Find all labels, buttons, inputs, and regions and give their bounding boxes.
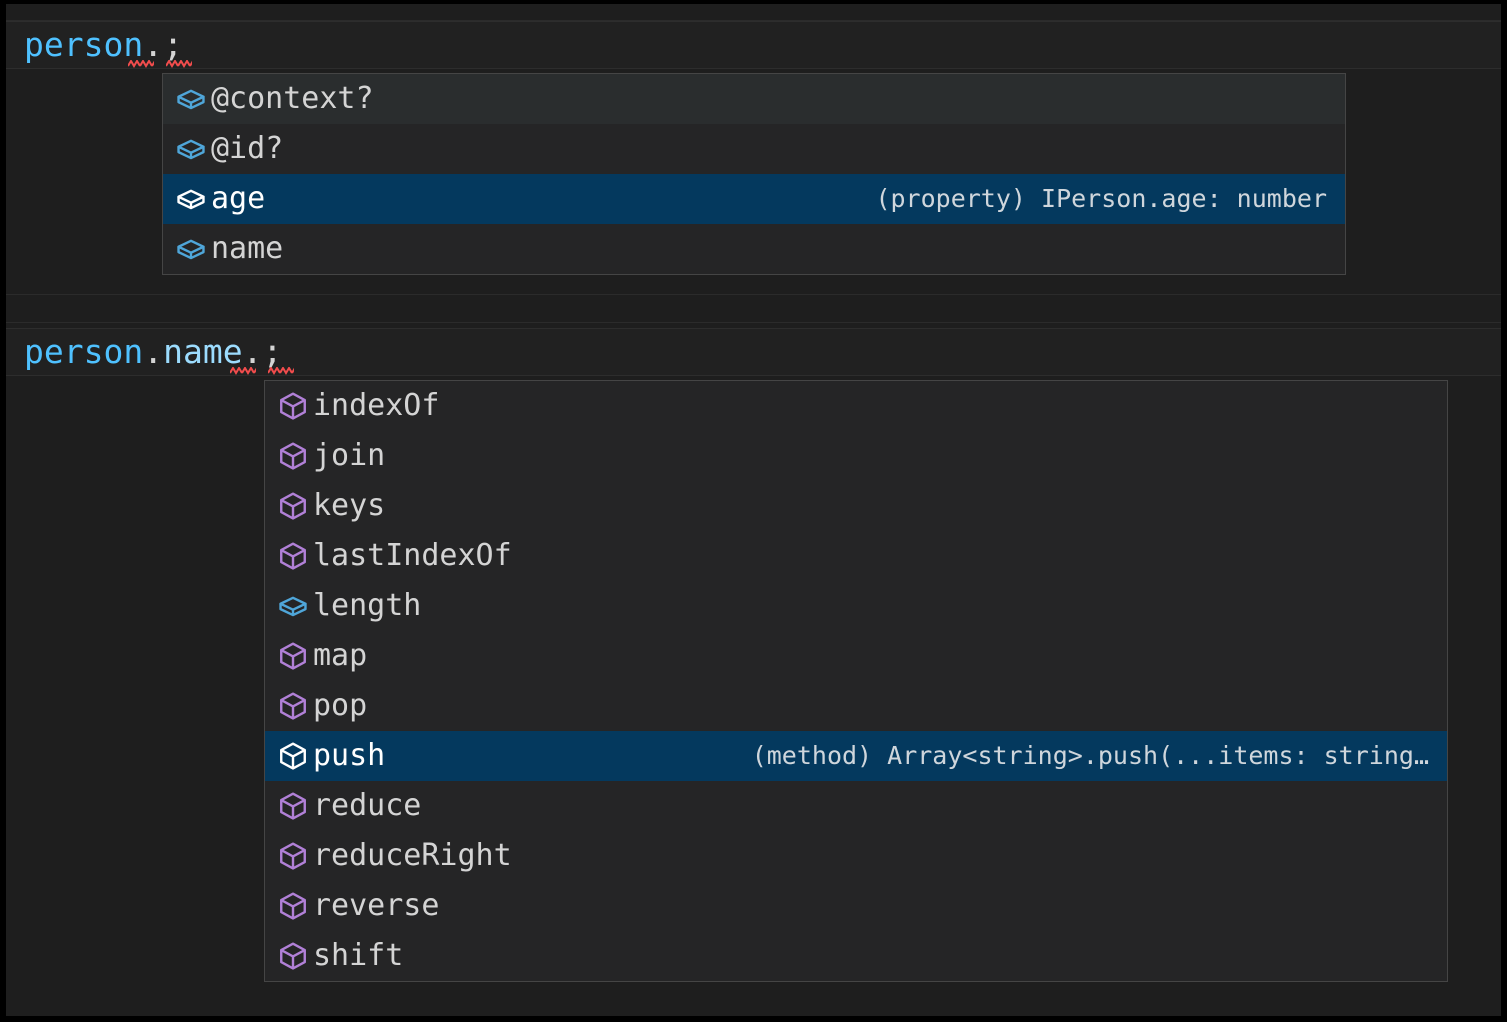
property-cube-icon (171, 224, 211, 274)
suggest-item[interactable]: indexOf (265, 381, 1447, 431)
method-cube-icon (273, 631, 313, 681)
property-cube-icon (171, 124, 211, 174)
suggest-item-label: indexOf (313, 388, 440, 423)
suggest-item-label: map (313, 638, 368, 673)
suggest-item-label: join (313, 438, 386, 473)
suggest-item-label: lastIndexOf (313, 538, 512, 573)
suggest-item[interactable]: reduce (265, 781, 1447, 831)
suggest-item[interactable]: lastIndexOf (265, 531, 1447, 581)
code-line-1[interactable]: person.; (24, 23, 183, 67)
code-token-property: name (163, 332, 243, 371)
suggest-item-label: name (211, 231, 284, 266)
suggest-item-label: reduce (313, 788, 422, 823)
suggest-item[interactable]: @id? (163, 124, 1345, 174)
suggest-list[interactable]: indexOf join keys lastIndexOf length map pop pu… (265, 381, 1447, 981)
suggest-item-detail: (method) Array<string>.push(...items: st… (751, 741, 1429, 770)
method-cube-icon (273, 481, 313, 531)
code-token-variable: person (24, 332, 144, 371)
suggest-item[interactable]: pop (265, 681, 1447, 731)
suggest-item-label: reduceRight (313, 838, 512, 873)
error-squiggle (230, 367, 256, 375)
code-token-punct: . (143, 25, 164, 64)
method-cube-icon (273, 731, 313, 781)
suggest-item[interactable]: name (163, 224, 1345, 274)
property-cube-icon (171, 174, 211, 224)
suggest-item[interactable]: shift (265, 931, 1447, 981)
error-squiggle (166, 60, 192, 68)
suggest-list[interactable]: @context? @id? age (property) IPerson.age: … (163, 74, 1345, 274)
code-token-punct: . (143, 332, 164, 371)
suggest-item[interactable]: reduceRight (265, 831, 1447, 881)
suggest-item-label: reverse (313, 888, 440, 923)
method-cube-icon (273, 431, 313, 481)
suggest-item[interactable]: reverse (265, 881, 1447, 931)
suggest-item-label: age (211, 181, 266, 216)
suggest-item-label: shift (313, 938, 404, 973)
suggest-item-label: pop (313, 688, 368, 723)
code-editor[interactable]: person.; person.name.; @context?@id?age(… (6, 4, 1501, 1016)
method-cube-icon (273, 831, 313, 881)
suggest-item-label: @context? (211, 81, 374, 116)
suggest-item[interactable]: join (265, 431, 1447, 481)
suggest-item[interactable]: push (method) Array<string>.push(...items… (265, 731, 1447, 781)
suggest-widget-person-name[interactable]: indexOf join keys lastIndexOf length map pop pu… (264, 380, 1448, 982)
code-line-2[interactable]: person.name.; (24, 330, 282, 374)
suggest-item[interactable]: length (265, 581, 1447, 631)
method-cube-icon (273, 681, 313, 731)
suggest-item-label: keys (313, 488, 386, 523)
editor-rule (6, 322, 1501, 323)
code-token-punct: . (242, 332, 263, 371)
suggest-item[interactable]: age (property) IPerson.age: number (163, 174, 1345, 224)
suggest-item-label: length (313, 588, 422, 623)
code-token-punct: ; (262, 332, 283, 371)
suggest-item-label: push (313, 738, 386, 773)
code-token-punct: ; (163, 25, 183, 64)
code-token-variable: person (24, 25, 144, 64)
editor-rule (6, 294, 1501, 295)
property-cube-icon (273, 581, 313, 631)
current-line-highlight-1 (6, 21, 1501, 69)
error-squiggle (268, 367, 294, 375)
suggest-item-label: @id? (211, 131, 284, 166)
suggest-item[interactable]: @context? (163, 74, 1345, 124)
method-cube-icon (273, 381, 313, 431)
error-squiggle (128, 60, 154, 68)
suggest-item[interactable]: keys (265, 481, 1447, 531)
suggest-item-detail: (property) IPerson.age: number (875, 184, 1327, 213)
property-cube-icon (171, 74, 211, 124)
suggest-item[interactable]: map (265, 631, 1447, 681)
method-cube-icon (273, 531, 313, 581)
method-cube-icon (273, 881, 313, 931)
suggest-widget-person[interactable]: @context? @id? age (property) IPerson.age: … (162, 73, 1346, 275)
method-cube-icon (273, 931, 313, 981)
method-cube-icon (273, 781, 313, 831)
editor-rule (6, 20, 1501, 21)
